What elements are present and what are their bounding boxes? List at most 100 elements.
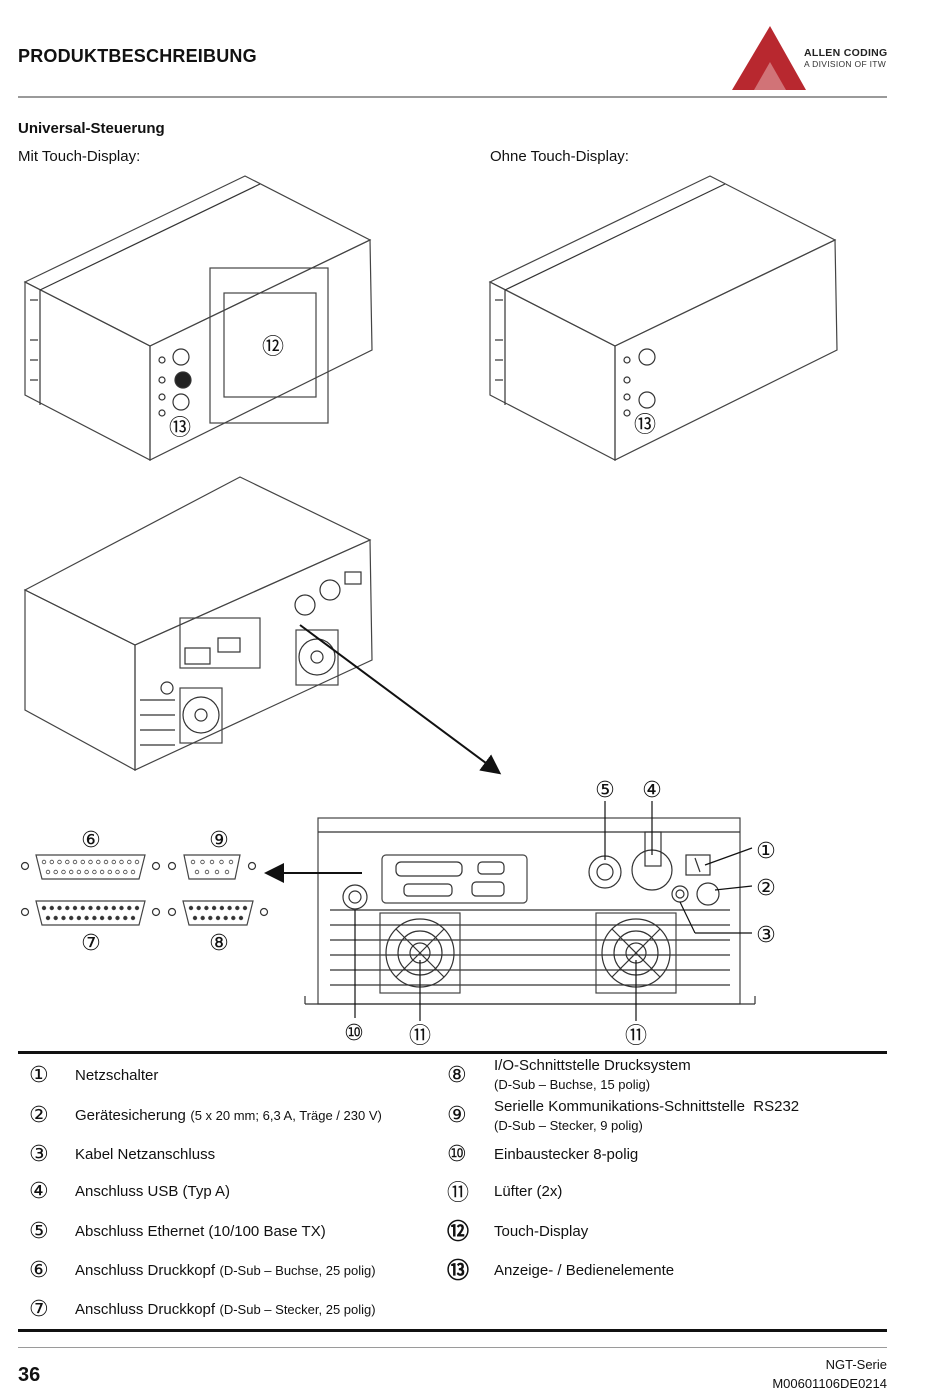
legend-num-3: ③ bbox=[29, 1141, 49, 1166]
callout-1: ① bbox=[756, 839, 776, 864]
connector-pin bbox=[57, 859, 62, 865]
legend-num-8: ⑧ bbox=[447, 1062, 467, 1087]
detail-callout-lines bbox=[354, 801, 753, 1021]
connector-pin bbox=[72, 859, 78, 865]
connector-pin bbox=[115, 869, 120, 875]
connector-pin bbox=[192, 915, 198, 921]
callout-11-right: ⑪ bbox=[625, 1024, 647, 1049]
connector-pin bbox=[41, 905, 47, 911]
caption-with-display: Mit Touch-Display: bbox=[18, 148, 141, 165]
connector-pin bbox=[196, 905, 201, 911]
connector-pin bbox=[127, 905, 132, 911]
connector-pin bbox=[76, 915, 82, 921]
connector-pin bbox=[76, 869, 82, 875]
logo-name: ALLEN CODING bbox=[804, 47, 888, 59]
connector-pin bbox=[92, 869, 97, 875]
connector-pin bbox=[194, 869, 200, 875]
connector-pin bbox=[57, 905, 62, 911]
connector-pin bbox=[80, 859, 85, 865]
connector-pin bbox=[68, 869, 74, 875]
logo-triangle-inner bbox=[754, 62, 786, 90]
legend-label-9: Serielle Kommunikations-Schnittstelle RS… bbox=[494, 1098, 800, 1115]
connector-pin bbox=[130, 915, 136, 921]
legend-num-9: ⑨ bbox=[447, 1102, 467, 1127]
legend-num-10: ⑩ bbox=[447, 1141, 467, 1166]
connector-pin bbox=[111, 905, 116, 911]
connector-pin bbox=[88, 859, 93, 865]
legend-label-7: Anschluss Druckkopf bbox=[75, 1301, 216, 1318]
connector-pin bbox=[219, 859, 224, 865]
legend-num-4: ④ bbox=[29, 1178, 49, 1203]
callout-7: ⑦ bbox=[81, 931, 101, 956]
connector-pin bbox=[84, 915, 89, 921]
connector-pinouts bbox=[20, 854, 269, 926]
connector-pin bbox=[119, 859, 124, 865]
callout-11-left: ⑪ bbox=[409, 1024, 431, 1049]
connector-pin bbox=[88, 905, 93, 911]
connector-pin bbox=[103, 859, 109, 865]
legend-label-3: Kabel Netzanschluss bbox=[75, 1146, 216, 1163]
connector-pin bbox=[68, 915, 74, 921]
legend-label-13: Anzeige- / Bedienelemente bbox=[494, 1262, 675, 1279]
callout-6: ⑥ bbox=[81, 828, 101, 853]
logo-triangle bbox=[732, 26, 806, 90]
caption-without-display: Ohne Touch-Display: bbox=[490, 148, 629, 165]
controller-without-display bbox=[488, 175, 838, 461]
connector-pin bbox=[115, 915, 120, 921]
connector-pin bbox=[49, 859, 54, 865]
callout-10: ⑩ bbox=[344, 1021, 364, 1046]
callout-13-right: ⑬ bbox=[634, 413, 656, 438]
legend-label-2: Gerätesicherung bbox=[75, 1107, 186, 1124]
callout-3: ③ bbox=[756, 923, 776, 948]
legend-label-4: Anschluss USB (Typ A) bbox=[75, 1183, 231, 1200]
connector-pin bbox=[119, 905, 124, 911]
callout-13-left: ⑬ bbox=[169, 416, 191, 441]
legend-num-11: ⑪ bbox=[447, 1180, 470, 1205]
connector-pin bbox=[130, 869, 136, 875]
legend-label-6: Anschluss Druckkopf bbox=[75, 1262, 216, 1279]
callout-2: ② bbox=[756, 876, 776, 901]
connector-pin bbox=[134, 905, 140, 911]
legend-detail-7: (D-Sub – Stecker, 25 polig) bbox=[219, 1302, 376, 1317]
connector-pin bbox=[188, 905, 194, 911]
connector-pin bbox=[45, 869, 51, 875]
connector-pins bbox=[41, 859, 248, 921]
legend-num-6: ⑥ bbox=[29, 1257, 49, 1282]
connector-pin bbox=[65, 859, 70, 865]
callout-8: ⑧ bbox=[209, 931, 229, 956]
detail-arrow bbox=[299, 624, 502, 775]
legend-sub-8: (D-Sub – Buchse, 15 polig) bbox=[494, 1077, 651, 1092]
legend-label-8: I/O-Schnittstelle Drucksystem bbox=[494, 1057, 691, 1074]
connector-pin bbox=[99, 869, 105, 875]
legend-num-12: ⑫ bbox=[447, 1219, 470, 1244]
footer-divider bbox=[18, 1347, 887, 1348]
connector-pin bbox=[99, 915, 105, 921]
legend-row-2: Gerätesicherung (5 x 20 mm; 6,3 A, Träge… bbox=[75, 1107, 382, 1125]
callout-12-top: ⑫ bbox=[262, 335, 284, 360]
connector-pin bbox=[123, 869, 128, 875]
legend-label-12: Touch-Display bbox=[494, 1223, 589, 1240]
connector-pin bbox=[242, 905, 248, 911]
connector-pin bbox=[238, 915, 244, 921]
footer-doc-number: M00601106DE0214 bbox=[772, 1376, 887, 1391]
footer-series: NGT-Serie bbox=[825, 1357, 887, 1372]
legend-label-5: Abschluss Ethernet (10/100 Base TX) bbox=[75, 1223, 326, 1240]
connector-pin bbox=[127, 859, 132, 865]
connector-pin bbox=[61, 915, 66, 921]
connector-pin bbox=[211, 905, 217, 911]
legend-num-7: ⑦ bbox=[29, 1296, 49, 1321]
connector-pin bbox=[103, 905, 109, 911]
connector-pin bbox=[219, 905, 225, 911]
connector-pin bbox=[214, 869, 220, 875]
connector-pin bbox=[45, 915, 51, 921]
callout-4: ④ bbox=[642, 778, 662, 803]
connector-pin bbox=[123, 915, 128, 921]
controller-rear-view bbox=[23, 476, 373, 772]
legend-num-1: ① bbox=[29, 1062, 49, 1087]
controller-with-display bbox=[23, 175, 373, 461]
page-header-title: PRODUKTBESCHREIBUNG bbox=[18, 46, 257, 66]
connector-pin bbox=[53, 869, 58, 875]
connector-pin bbox=[228, 859, 234, 865]
header-divider bbox=[18, 96, 887, 98]
legend-num-5: ⑤ bbox=[29, 1218, 49, 1243]
